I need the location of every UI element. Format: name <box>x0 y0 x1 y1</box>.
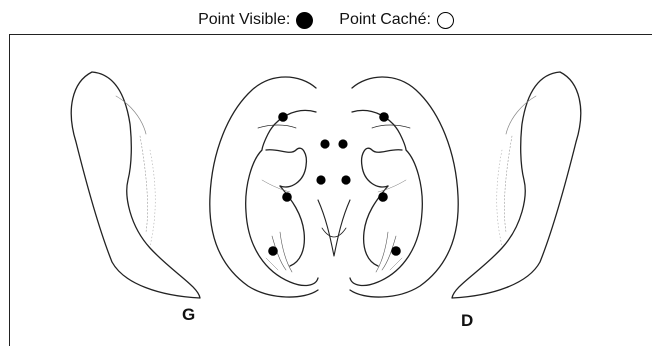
central-bridge <box>317 199 351 257</box>
legend-hidden: Point Caché: <box>339 11 454 29</box>
right-side-label: D <box>461 311 473 330</box>
visible-point <box>320 139 330 149</box>
left-outer-crescent <box>70 71 201 299</box>
right-central-lobe <box>349 76 459 298</box>
visible-point <box>268 246 278 256</box>
visible-point <box>338 139 348 149</box>
visible-point <box>391 246 401 256</box>
visible-point <box>316 175 326 185</box>
visible-point <box>379 112 389 122</box>
legend-visible-label: Point Visible: <box>198 11 291 28</box>
dental-diagram-canvas <box>9 34 652 346</box>
legend-visible: Point Visible: <box>198 11 314 29</box>
left-side-label: G <box>182 305 195 324</box>
legend-hidden-label: Point Caché: <box>339 11 431 28</box>
visible-point <box>282 192 292 202</box>
visible-point <box>378 192 388 202</box>
legend: Point Visible: Point Caché: <box>0 6 652 34</box>
filled-dot-icon <box>296 11 314 29</box>
left-central-lobe <box>209 76 319 298</box>
visible-point <box>341 175 351 185</box>
visible-point <box>278 112 288 122</box>
right-outer-crescent <box>451 71 582 299</box>
empty-dot-icon <box>436 11 454 29</box>
